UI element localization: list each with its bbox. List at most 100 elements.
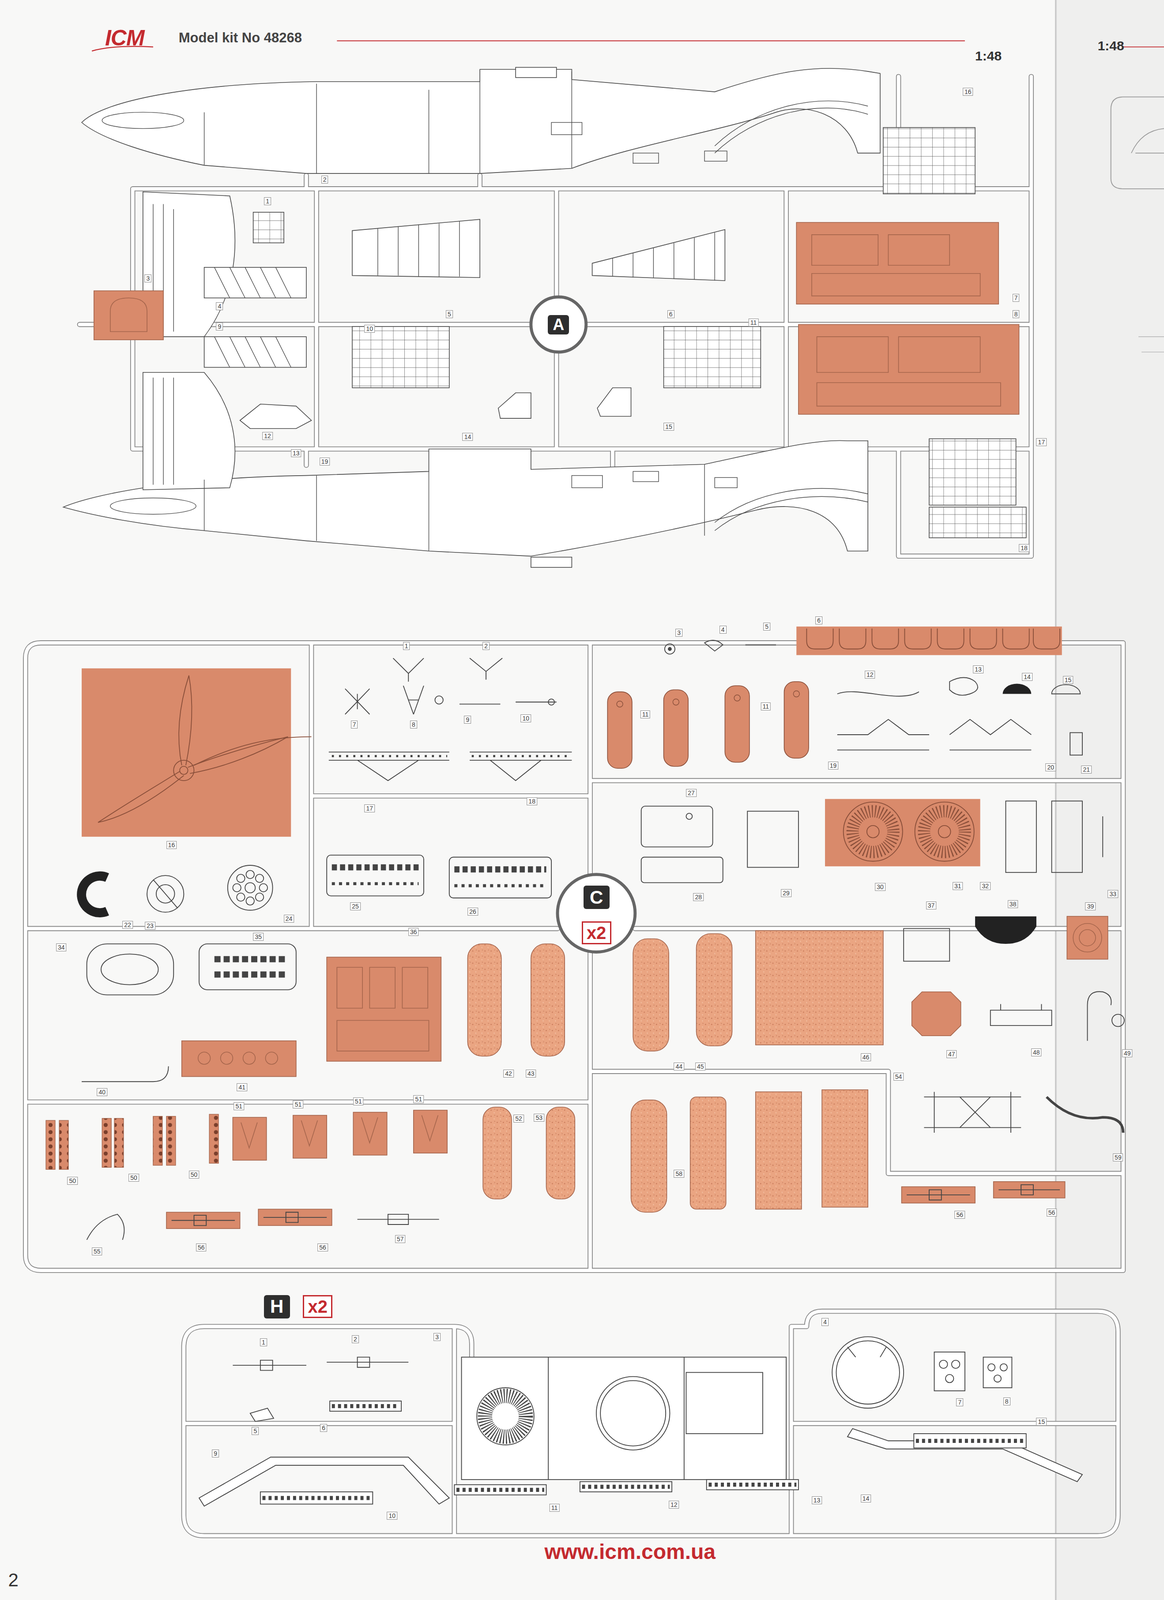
- callout-number: 33: [1107, 890, 1119, 899]
- callout-number: 2: [351, 1335, 359, 1344]
- callout-number: 45: [695, 1062, 706, 1071]
- callout-number: 50: [188, 1171, 200, 1180]
- callout-number: 7: [1012, 293, 1020, 302]
- callout-number: 51: [233, 1102, 245, 1111]
- callout-number: 50: [128, 1174, 140, 1183]
- callout-number: 4: [719, 625, 727, 634]
- callout-number: 37: [926, 901, 937, 910]
- callout-number: 9: [464, 715, 472, 724]
- callout-number: 56: [1046, 1209, 1058, 1217]
- callout-number: 38: [1007, 900, 1019, 909]
- scale-label: 1:48: [975, 48, 1002, 64]
- callout-number: 9: [215, 322, 223, 331]
- callout-number: 44: [673, 1062, 685, 1071]
- sprue-c: [25, 626, 1125, 1271]
- kit-title: Model kit No 48268: [178, 30, 302, 46]
- callout-number: 12: [668, 1501, 680, 1510]
- callout-number: 13: [290, 449, 302, 458]
- callout-number: 16: [166, 841, 178, 850]
- callout-number: 3: [433, 1333, 441, 1342]
- callout-number: 32: [979, 882, 991, 891]
- sprue-letter-text: A: [552, 316, 565, 334]
- callout-number: 58: [673, 1170, 685, 1179]
- callout-number: 43: [525, 1069, 537, 1078]
- callout-number: 14: [1021, 673, 1033, 682]
- callout-number: 41: [236, 1083, 248, 1092]
- callout-number: 40: [97, 1088, 108, 1097]
- callout-number: 35: [252, 933, 264, 942]
- callout-number: 30: [874, 883, 886, 892]
- callout-number: 3: [675, 629, 683, 637]
- callout-number: 29: [780, 889, 792, 898]
- sprue-h: [183, 1311, 1119, 1537]
- callout-number: 51: [293, 1100, 304, 1109]
- callout-number: 22: [122, 921, 133, 930]
- callout-number: 1: [403, 642, 411, 651]
- callout-number: 25: [350, 902, 361, 911]
- sprue-letter: A: [547, 315, 569, 335]
- scale-label: 1:48: [1097, 38, 1125, 54]
- callout-number: 1: [259, 1338, 268, 1347]
- callout-number: 56: [954, 1211, 966, 1220]
- callout-number: 11: [760, 702, 772, 711]
- callout-number: 11: [640, 710, 651, 719]
- callout-number: 56: [317, 1243, 328, 1252]
- sprue-count: x2: [581, 921, 612, 945]
- callout-number: 5: [251, 1427, 259, 1436]
- callout-number: 18: [526, 797, 538, 806]
- callout-number: 15: [1036, 1418, 1048, 1427]
- callout-number: 24: [283, 915, 295, 923]
- page-number: 2: [8, 1570, 19, 1592]
- sprue-letter-text: x2: [307, 1297, 328, 1317]
- callout-number: 5: [763, 622, 771, 631]
- callout-number: 48: [1031, 1048, 1042, 1057]
- callout-number: 21: [1081, 765, 1092, 774]
- callout-number: 54: [893, 1073, 905, 1082]
- callout-number: 6: [667, 310, 675, 319]
- callout-number: 15: [1062, 676, 1074, 685]
- callout-number: 42: [503, 1069, 514, 1078]
- callout-number: 1: [263, 197, 272, 206]
- sprue-letter: C: [583, 885, 610, 910]
- callout-number: 8: [1012, 310, 1020, 319]
- callout-number: 8: [1003, 1397, 1011, 1406]
- callout-number: 12: [864, 670, 876, 679]
- callout-number: 51: [353, 1097, 364, 1106]
- callout-number: 12: [262, 432, 273, 441]
- callout-number: 11: [549, 1504, 560, 1513]
- callout-number: 14: [860, 1495, 872, 1504]
- callout-number: 13: [972, 665, 984, 674]
- brand-logo: ICM: [105, 25, 145, 51]
- callout-number: 19: [319, 457, 331, 466]
- callout-number: 57: [395, 1235, 406, 1244]
- callout-number: 17: [1036, 438, 1048, 447]
- next-page: [1055, 0, 1164, 1600]
- callout-number: 4: [821, 1318, 829, 1327]
- callout-number: 34: [56, 943, 67, 952]
- callout-number: 51: [413, 1095, 425, 1104]
- callout-number: 46: [860, 1053, 872, 1062]
- sprue-letter-text: H: [270, 1296, 284, 1318]
- callout-number: 10: [520, 714, 532, 723]
- callout-number: 13: [811, 1496, 823, 1505]
- callout-number: 53: [534, 1114, 545, 1123]
- callout-number: 31: [952, 882, 964, 891]
- callout-number: 6: [815, 616, 823, 625]
- callout-number: 2: [482, 642, 490, 651]
- callout-number: 9: [211, 1450, 219, 1458]
- callout-number: 23: [144, 922, 156, 931]
- callout-number: 11: [748, 318, 759, 327]
- sprue-count: x2: [302, 1295, 333, 1319]
- callout-number: 50: [67, 1177, 78, 1186]
- callout-number: 7: [956, 1398, 964, 1407]
- callout-number: 27: [685, 789, 697, 798]
- callout-number: 4: [215, 302, 223, 311]
- callout-number: 59: [1112, 1153, 1124, 1162]
- callout-number: 47: [946, 1050, 957, 1059]
- callout-number: 49: [1122, 1049, 1133, 1058]
- sprue-letter-text: x2: [586, 923, 607, 943]
- callout-number: 18: [1018, 544, 1030, 553]
- web-address: www.icm.com.ua: [544, 1540, 716, 1565]
